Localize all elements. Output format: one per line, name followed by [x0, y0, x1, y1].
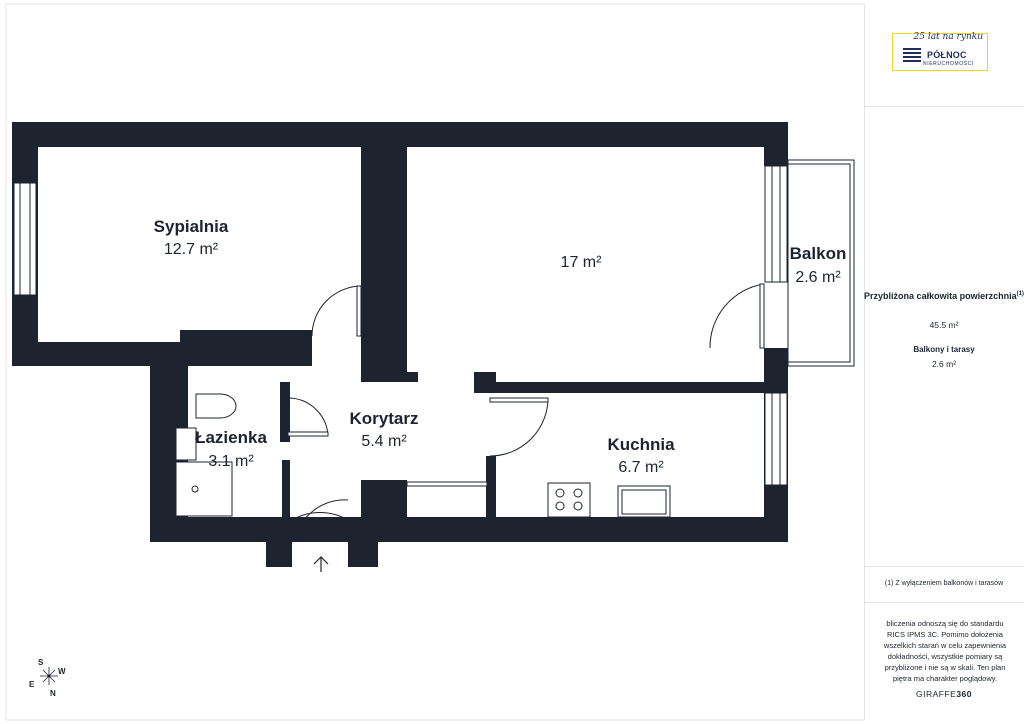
- room-area-balkon: 2.6 m²: [795, 269, 841, 286]
- shower-icon: [175, 461, 233, 517]
- compass-e: E: [29, 680, 35, 689]
- compass-n: N: [50, 689, 56, 698]
- brand-bold: 360: [956, 689, 973, 699]
- room-name-balkon: Balkon: [790, 244, 847, 263]
- walls: [12, 122, 788, 567]
- room-area-sypialnia: 12.7 m²: [164, 241, 219, 258]
- room-area-lazienka: 3.1 m²: [208, 453, 254, 470]
- stove-icon: [547, 482, 591, 518]
- windows: [13, 165, 788, 486]
- total-area-label: Przybliżona całkowita powierzchnia(1): [864, 291, 1024, 301]
- compass-w: W: [58, 667, 66, 676]
- room-name-kuchnia: Kuchnia: [607, 435, 675, 454]
- total-area-value: 45.5 m²: [929, 320, 959, 330]
- disclaimer: bliczenia odnoszą się do standardu RICS …: [883, 619, 1007, 683]
- sink-icon: [175, 427, 197, 461]
- brand-light: GIRAFFE: [915, 689, 957, 699]
- logo-tagline: 25 lat na rynku: [913, 32, 984, 42]
- sidebar-divider: [864, 106, 1024, 107]
- room-name-lazienka: Łazienka: [195, 428, 267, 447]
- sidebar-left-border: [864, 4, 865, 720]
- room-area-kuchnia: 6.7 m²: [618, 459, 664, 476]
- company-logo: 25 lat na rynku PÓŁNOC NIERUCHOMOŚCI: [892, 32, 988, 71]
- sidebar-divider: [864, 602, 1024, 603]
- floor-plan: Sypialnia 12.7 m² 17 m² Balkon 2.6 m² Ko…: [5, 3, 864, 721]
- sidebar: 25 lat na rynku PÓŁNOC NIERUCHOMOŚCI Prz…: [864, 0, 1024, 724]
- balconies-value: 2.6 m²: [931, 359, 957, 369]
- footnote: (1) Z wyłączeniem balkonów i tarasów: [884, 580, 1004, 587]
- entrance-arrow-icon: [313, 556, 329, 572]
- logo-name: PÓŁNOC: [927, 50, 967, 60]
- toilet-icon: [195, 393, 237, 419]
- doors: [287, 283, 765, 543]
- room-area-salon: 17 m²: [561, 254, 603, 271]
- balconies-label: Balkony i tarasy: [913, 345, 975, 354]
- brand-footer: GIRAFFE360: [864, 689, 1024, 699]
- fixtures: [175, 393, 671, 518]
- sidebar-divider: [864, 566, 1024, 567]
- logo-sub: NIERUCHOMOŚCI: [923, 61, 974, 67]
- compass-icon: S W E N: [29, 658, 66, 698]
- building-logo-icon: [903, 48, 921, 62]
- compass-s: S: [38, 658, 44, 667]
- room-name-korytarz: Korytarz: [350, 409, 419, 428]
- page-frame: [5, 3, 864, 721]
- room-area-korytarz: 5.4 m²: [361, 433, 407, 450]
- balcony-outline: [787, 159, 855, 367]
- room-name-sypialnia: Sypialnia: [154, 217, 229, 236]
